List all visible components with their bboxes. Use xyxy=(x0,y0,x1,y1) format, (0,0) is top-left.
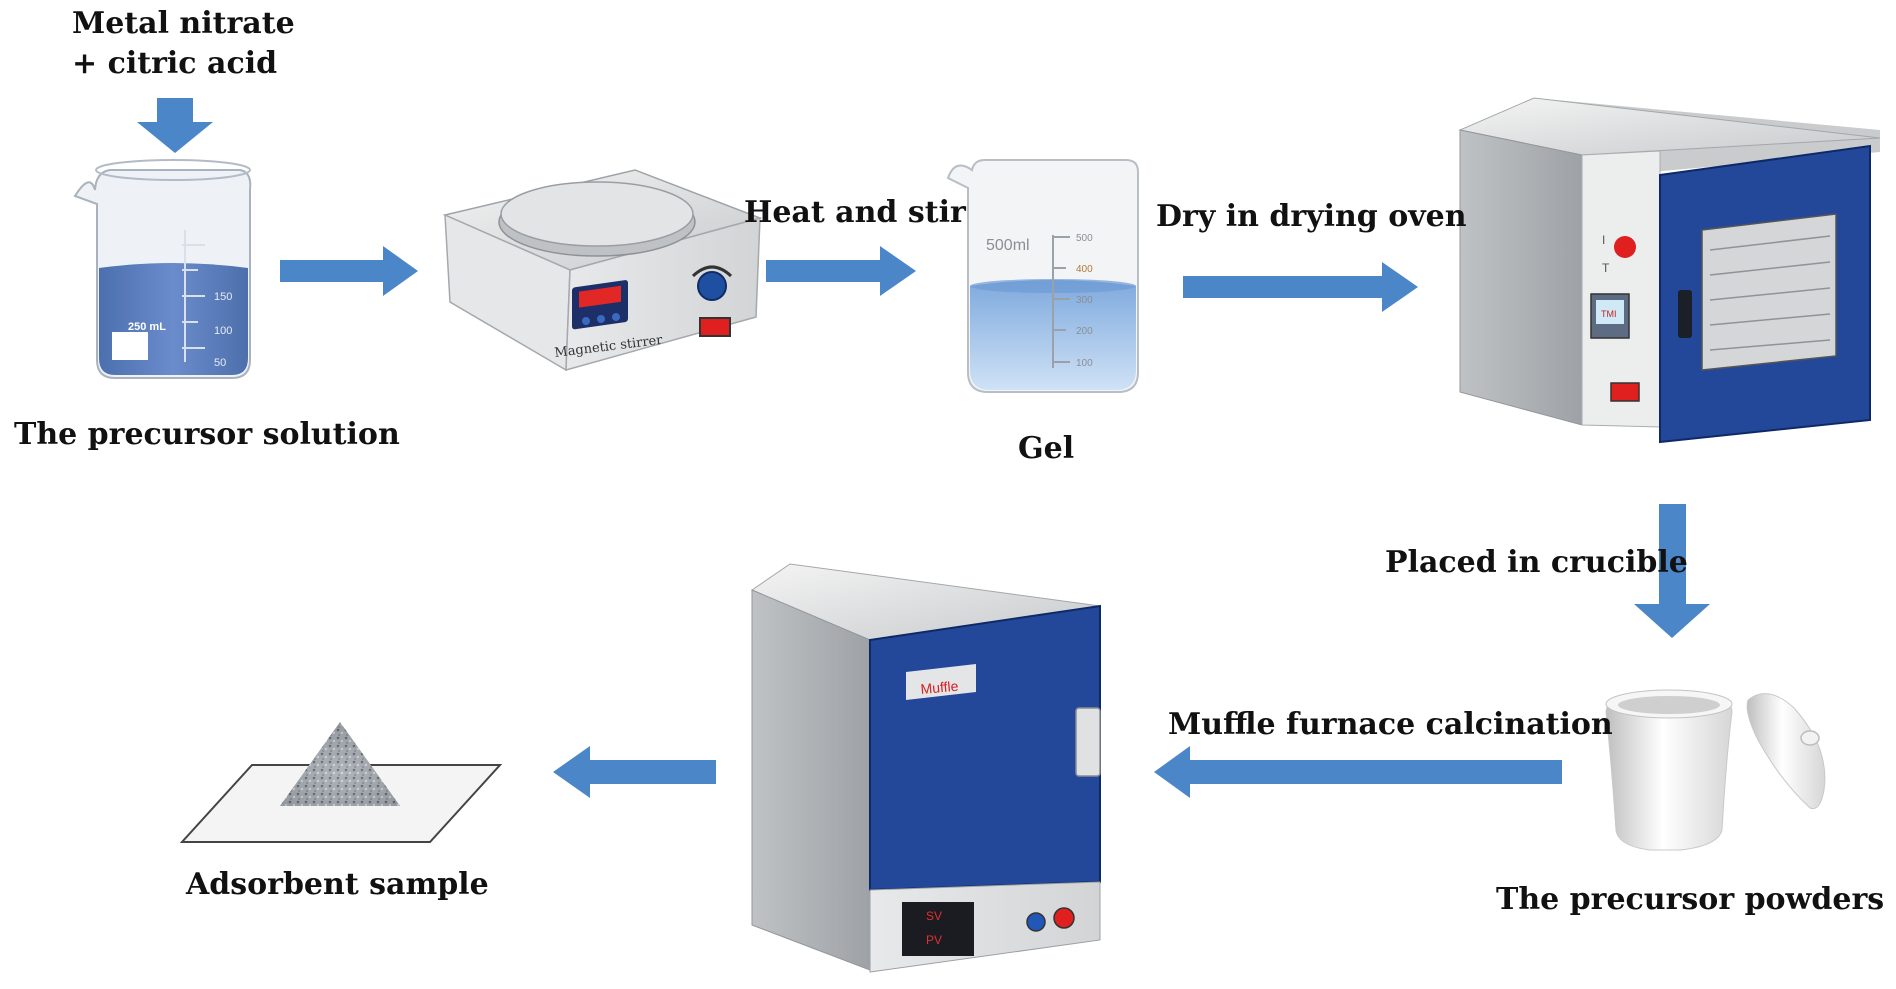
oven-power-switch xyxy=(1610,382,1640,402)
magnetic-stirrer: Magnetic stirrer xyxy=(442,169,763,372)
label-gel: Gel xyxy=(1018,431,1075,466)
label-precursor-solution: The precursor solution xyxy=(14,417,400,452)
muffle-display xyxy=(902,902,974,956)
crucible xyxy=(1605,689,1826,851)
muffle-nameplate xyxy=(906,664,976,700)
muffle-display-line1: SV xyxy=(926,909,942,923)
drying-oven: I T TMI xyxy=(1458,97,1881,444)
oven-display-text: TMI xyxy=(1601,309,1617,319)
beaker2-tick-4: 100 xyxy=(1076,358,1093,369)
label-muffle-calcination: Muffle furnace calcination xyxy=(1168,707,1613,742)
label-precursor-powders: The precursor powders xyxy=(1496,882,1885,917)
arrow-oven-to-crucible xyxy=(1634,504,1710,638)
oven-door-handle xyxy=(1678,290,1692,338)
beaker1-tick-2: 50 xyxy=(214,357,226,369)
oven-mark-1: T xyxy=(1602,261,1610,275)
beaker2-tick-3: 200 xyxy=(1076,326,1093,337)
oven-mark-0: I xyxy=(1602,233,1605,247)
crucible-lid xyxy=(1746,693,1826,810)
label-adsorbent-sample: Adsorbent sample xyxy=(186,867,489,902)
beaker2-tick-2: 300 xyxy=(1076,295,1093,306)
label-inputs-line2: + citric acid xyxy=(72,46,278,81)
label-inputs-line1: Metal nitrate xyxy=(72,6,295,41)
beaker1-label-patch xyxy=(112,332,148,360)
muffle-nameplate-text: Muffle xyxy=(920,678,959,697)
stirrer-knob xyxy=(697,271,727,301)
oven-window xyxy=(1701,213,1837,371)
arrow-inputs-down xyxy=(137,98,213,153)
beaker-precursor-solution: 250 mL 150 100 50 xyxy=(73,159,252,379)
label-heat-and-stir: Heat and stir xyxy=(744,195,966,230)
oven-indicator-light xyxy=(1614,236,1636,258)
beaker-gel: 500ml 500 400 300 200 100 xyxy=(946,159,1139,393)
muffle-display-line2: PV xyxy=(926,933,942,947)
arrow-solution-to-stirrer xyxy=(280,246,418,296)
stirrer-power-switch xyxy=(699,317,731,337)
muffle-door-handle xyxy=(1075,707,1101,777)
arrow-gel-to-oven xyxy=(1183,262,1418,312)
beaker1-tick-1: 100 xyxy=(214,325,232,337)
arrow-muffle-to-sample xyxy=(553,746,716,798)
muffle-door xyxy=(869,604,1101,892)
adsorbent-sample xyxy=(179,722,503,843)
beaker2-tick-1: 400 xyxy=(1076,264,1093,275)
muffle-blue-button xyxy=(1026,912,1046,932)
arrow-crucible-to-muffle xyxy=(1154,746,1562,798)
beaker1-tick-0: 150 xyxy=(214,291,232,303)
muffle-red-button xyxy=(1053,907,1075,929)
beaker2-tick-0: 500 xyxy=(1076,233,1093,244)
beaker2-volume-text: 500ml xyxy=(986,237,1030,254)
arrow-stirrer-to-gel xyxy=(766,246,916,296)
muffle-furnace: Muffle SV PV xyxy=(750,563,1101,973)
label-placed-in-crucible: Placed in crucible xyxy=(1385,545,1688,580)
beaker1-volume-text: 250 mL xyxy=(128,321,166,333)
label-dry-in-oven: Dry in drying oven xyxy=(1156,199,1467,234)
